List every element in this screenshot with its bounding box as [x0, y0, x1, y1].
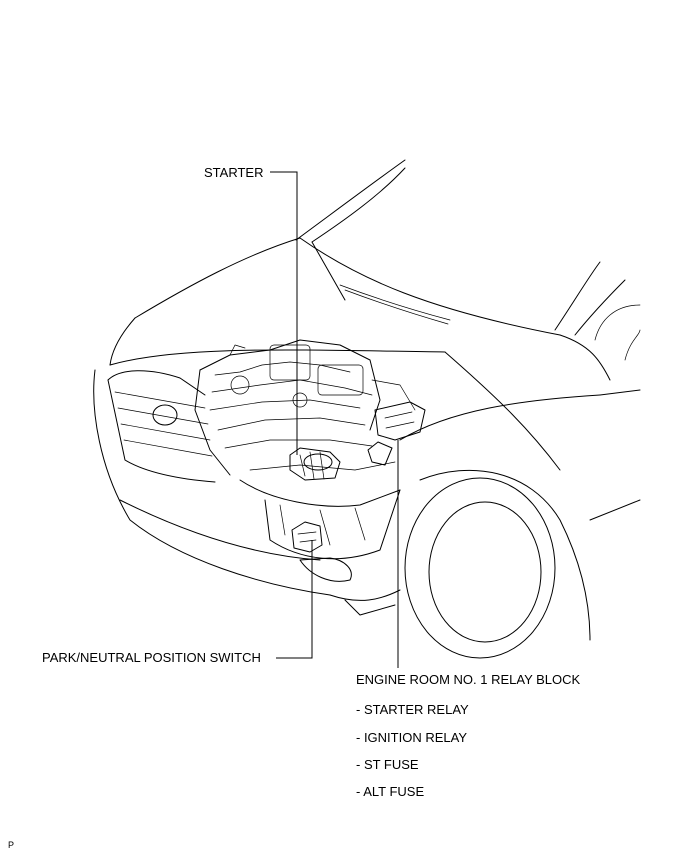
- side-body: [554, 261, 641, 521]
- relay-block: [367, 401, 426, 466]
- front-wheel: [404, 477, 556, 659]
- windshield: [295, 159, 406, 301]
- starter-motor: [289, 447, 341, 481]
- front-grille: [107, 370, 216, 483]
- relay-block-item: - IGNITION RELAY: [356, 730, 467, 745]
- pnp-switch-leader-line: [276, 540, 313, 659]
- relay-block-item: - ALT FUSE: [356, 784, 425, 799]
- starter-label: STARTER: [204, 165, 264, 180]
- pnp-switch: [291, 521, 323, 553]
- relay-block-item: - ST FUSE: [356, 757, 419, 772]
- corner-mark: P: [8, 840, 15, 850]
- hood: [109, 237, 561, 366]
- transaxle: [239, 461, 401, 560]
- relay-block-label: ENGINE ROOM NO. 1 RELAY BLOCK: [356, 672, 581, 687]
- pnp-switch-label: PARK/NEUTRAL POSITION SWITCH: [42, 650, 261, 665]
- front-fender: [399, 334, 611, 641]
- relay-block-item: - STARTER RELAY: [356, 702, 469, 717]
- starter-leader-line: [270, 171, 298, 455]
- engine-assembly: [194, 339, 416, 476]
